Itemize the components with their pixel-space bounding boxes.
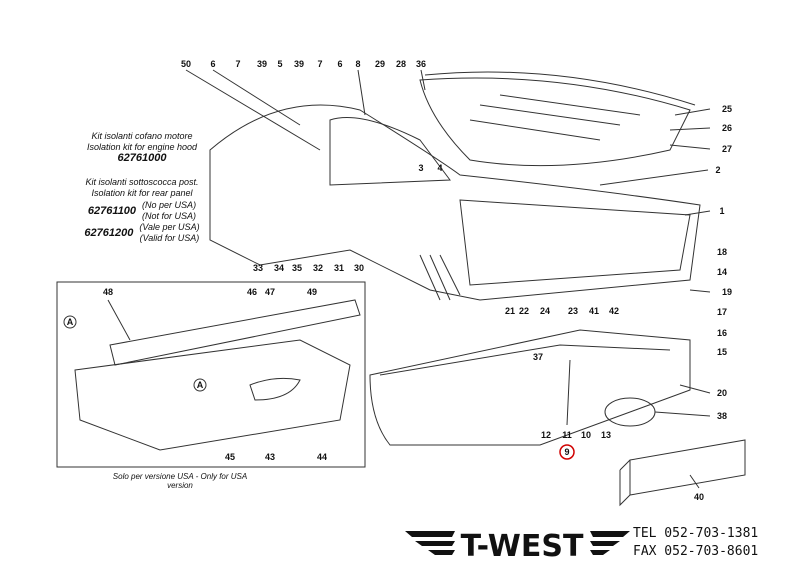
callout-41: 41 xyxy=(588,306,600,316)
usa-note: Solo per versione USA - Only for USA ver… xyxy=(112,472,248,490)
callout-9: 9 xyxy=(564,447,570,457)
callout-35: 35 xyxy=(291,263,303,273)
callout-40: 40 xyxy=(693,492,705,502)
callout-45: 45 xyxy=(224,452,236,462)
callout-14: 14 xyxy=(716,267,728,277)
callout-19: 19 xyxy=(721,287,733,297)
callout-39: 39 xyxy=(293,59,305,69)
pn1-note-it: (No per USA) xyxy=(142,200,197,210)
callout-7: 7 xyxy=(317,59,323,69)
callout-5: 5 xyxy=(277,59,283,69)
callout-16: 16 xyxy=(716,328,728,338)
callout-7: 7 xyxy=(235,59,241,69)
kit-hood-line1: Kit isolanti cofano motore xyxy=(91,131,193,141)
kit-rear-line1: Kit isolanti sottoscocca post. xyxy=(85,177,199,187)
callout-42: 42 xyxy=(608,306,620,316)
kit-hood-part-number: 62761000 xyxy=(117,152,167,164)
callout-39: 39 xyxy=(256,59,268,69)
callout-44: 44 xyxy=(316,452,328,462)
callout-28: 28 xyxy=(395,59,407,69)
callout-18: 18 xyxy=(716,247,728,257)
t-west-logo: T-WEST xyxy=(405,529,630,564)
callout-9-highlight xyxy=(559,444,575,460)
callout-43: 43 xyxy=(264,452,276,462)
callout-15: 15 xyxy=(716,347,728,357)
callout-6: 6 xyxy=(210,59,216,69)
callout-31: 31 xyxy=(333,263,345,273)
kit-rear-label: Kit isolanti sottoscocca post. Isolation… xyxy=(52,177,232,244)
callout-A: A xyxy=(196,380,204,390)
engine-hood xyxy=(419,77,691,167)
kit-hood-line2: Isolation kit for engine hood xyxy=(86,142,198,152)
contact-info: TEL 052-703-1381 FAX 052-703-8601 xyxy=(633,525,758,561)
callout-1: 1 xyxy=(719,206,725,216)
callout-22: 22 xyxy=(518,306,530,316)
callout-46: 46 xyxy=(246,287,258,297)
usa-inset-frame xyxy=(56,281,366,468)
callout-34: 34 xyxy=(273,263,285,273)
callout-23: 23 xyxy=(567,306,579,316)
callout-36: 36 xyxy=(415,59,427,69)
pn2-note-it: (Vale per USA) xyxy=(139,222,200,232)
part-40-box xyxy=(619,439,746,507)
kit-rear-pn2: 62761200 xyxy=(84,226,134,239)
usa-bumper xyxy=(74,339,351,451)
callout-10: 10 xyxy=(580,430,592,440)
callout-27: 27 xyxy=(721,144,733,154)
callout-6: 6 xyxy=(337,59,343,69)
callout-2: 2 xyxy=(715,165,721,175)
callout-26: 26 xyxy=(721,123,733,133)
callout-21: 21 xyxy=(504,306,516,316)
tel: TEL 052-703-1381 xyxy=(633,526,759,541)
fax: FAX 052-703-8601 xyxy=(633,544,759,559)
callout-8: 8 xyxy=(355,59,361,69)
callout-24: 24 xyxy=(539,306,551,316)
callout-48: 48 xyxy=(102,287,114,297)
car-body xyxy=(209,104,701,301)
callout-A: A xyxy=(66,317,74,327)
callout-11: 11 xyxy=(562,430,572,440)
callout-3: 3 xyxy=(418,163,424,173)
pn2-note-en: (Valid for USA) xyxy=(139,233,200,243)
callout-12: 12 xyxy=(540,430,552,440)
callout-32: 32 xyxy=(312,263,324,273)
callout-38: 38 xyxy=(716,411,728,421)
kit-rear-line2: Isolation kit for rear panel xyxy=(91,188,193,198)
pn1-note-en: (Not for USA) xyxy=(142,211,197,221)
callout-29: 29 xyxy=(374,59,386,69)
kit-hood-label: Kit isolanti cofano motore Isolation kit… xyxy=(52,131,232,164)
callout-20: 20 xyxy=(716,388,728,398)
rear-bumper xyxy=(369,329,691,446)
callout-50: 50 xyxy=(180,59,192,69)
logo-text: T-WEST xyxy=(461,529,584,564)
callout-30: 30 xyxy=(353,263,365,273)
callout-47: 47 xyxy=(264,287,276,297)
callout-4: 4 xyxy=(437,163,443,173)
callout-17: 17 xyxy=(716,307,728,317)
kit-rear-pn1: 62761100 xyxy=(87,204,137,217)
callout-37: 37 xyxy=(532,352,544,362)
callout-13: 13 xyxy=(600,430,612,440)
callout-49: 49 xyxy=(306,287,318,297)
callout-25: 25 xyxy=(721,104,733,114)
callout-33: 33 xyxy=(252,263,264,273)
